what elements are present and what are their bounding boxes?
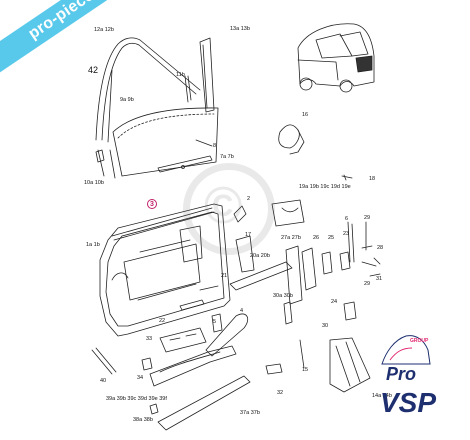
glass-run-channel <box>199 37 215 113</box>
switch-bezel-33 <box>159 327 207 353</box>
vehicle-locator-sketch <box>297 23 375 93</box>
part-label-16: 16 <box>302 112 309 118</box>
outer-belt-strip <box>157 155 213 173</box>
copyright-watermark: © <box>183 163 275 255</box>
part-label-5: 5 <box>213 319 217 325</box>
part-label-17: 17 <box>245 232 252 238</box>
part-label-24: 24 <box>331 299 338 305</box>
part-label-6: 6 <box>345 216 349 222</box>
armrest-20 <box>229 261 293 291</box>
part-label-28: 28 <box>377 245 384 251</box>
part-label-22: 22 <box>159 318 166 324</box>
part-label-37a-37b: 37a 37b <box>240 410 260 416</box>
part-label-39a-39f: 39a 39b 39c 39d 39e 39f <box>106 396 167 402</box>
wiring-harness <box>278 124 300 149</box>
part-label-31: 31 <box>376 276 383 282</box>
guide-rail <box>184 75 192 103</box>
part-label-40: 40 <box>100 378 107 384</box>
door-shell <box>99 203 231 337</box>
bracket-10a <box>95 149 105 163</box>
part-label-27a-27b: 27a 27b <box>281 235 301 241</box>
part-label-13a-13b: 13a 13b <box>230 26 250 32</box>
window-frame-seal <box>95 37 201 141</box>
part-label-8: 8 <box>213 143 217 149</box>
part-label-30: 30 <box>322 323 329 329</box>
part-label-21: 21 <box>221 273 228 279</box>
part-label-29-top: 29 <box>364 215 371 221</box>
part-label-14a-14b: 14a 14b <box>372 393 392 399</box>
part-label-12a-12b: 12a 12b <box>94 27 114 33</box>
part-label-15: 15 <box>302 367 309 373</box>
brand-tagline: GROUP <box>410 338 429 344</box>
part-label-42: 42 <box>88 65 99 75</box>
part-label-30a-30b: 30a 30b <box>273 293 293 299</box>
part-label-1a-1b: 1a 1b <box>86 242 100 248</box>
part-label-18: 18 <box>369 176 376 182</box>
part-label-34: 34 <box>137 375 144 381</box>
part-label-38a-38b: 38a 38b <box>133 417 153 423</box>
window-regulator-14 <box>329 337 371 393</box>
lock-trim-19 <box>271 199 305 227</box>
part-label-7a-7b: 7a 7b <box>220 154 234 160</box>
part-label-32: 32 <box>277 390 284 396</box>
inner-handle-4 <box>205 313 249 357</box>
part-label-23: 23 <box>343 231 350 237</box>
part-label-26: 26 <box>313 235 320 241</box>
part-label-20a-20b: 20a 20b <box>250 253 270 259</box>
part-label-9a-9b: 9a 9b <box>120 97 134 103</box>
part-label-19a-19f: 19a 19b 19c 19d 19e <box>299 184 351 190</box>
part-label-11b: 11b <box>176 72 185 78</box>
part-label-4: 4 <box>240 308 244 314</box>
window-glass <box>112 107 219 177</box>
door-pocket-37 <box>157 375 251 431</box>
sill-weatherstrip-40 <box>91 347 117 375</box>
brand-logo-line2: VSP <box>380 387 437 418</box>
part-label-25: 25 <box>328 235 335 241</box>
lower-trim-39 <box>149 345 237 387</box>
callout-marker: 3 <box>147 199 157 209</box>
brand-logo-line1: Pro <box>386 364 417 384</box>
part-label-29-mid: 29 <box>364 281 371 287</box>
part-label-10a-10b: 10a 10b <box>84 180 104 186</box>
part-label-33: 33 <box>146 336 153 342</box>
part-label-2: 2 <box>247 196 251 202</box>
